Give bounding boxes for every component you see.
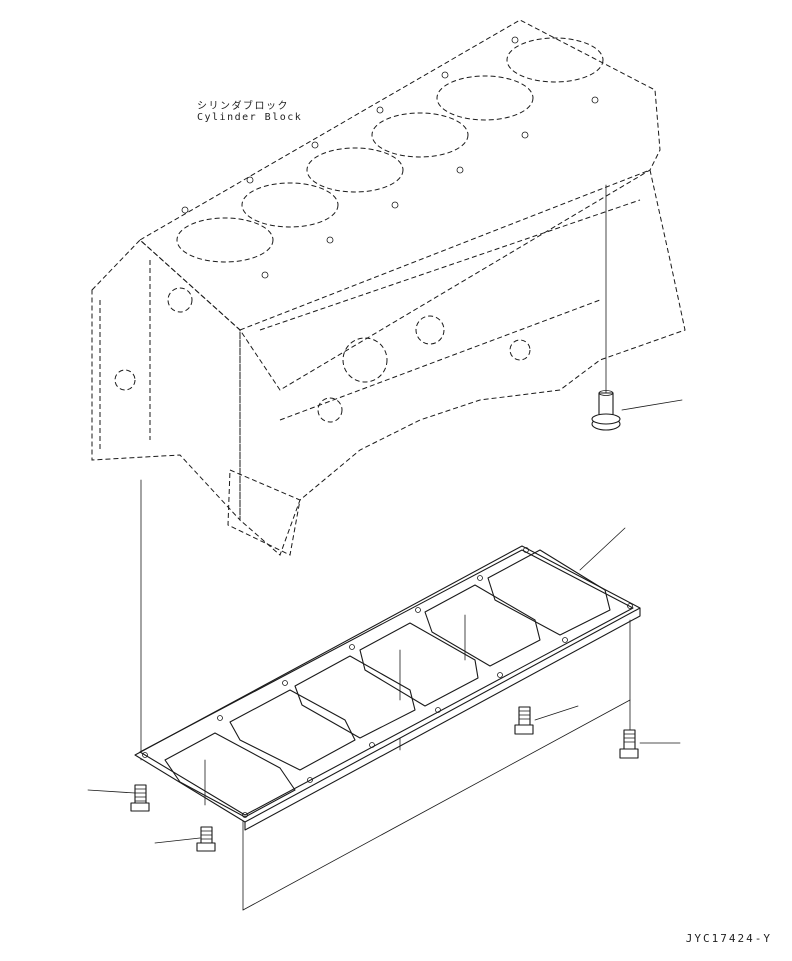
- bolt-left-upper: [130, 784, 150, 812]
- gasket-plate: [134, 545, 641, 831]
- dowel-pin: [591, 390, 621, 431]
- bolt-center: [514, 706, 534, 735]
- bolt-right: [619, 729, 639, 759]
- cylinder-block-label-en: Cylinder Block: [197, 112, 303, 123]
- cylinder-block-label-jp: シリンダブロック: [197, 101, 289, 112]
- bolt-left-lower: [196, 826, 216, 852]
- assembly-lines: [87, 184, 683, 911]
- drawing-number: JYC17424-Y: [685, 932, 772, 945]
- cylinder-block-phantom: [91, 19, 686, 556]
